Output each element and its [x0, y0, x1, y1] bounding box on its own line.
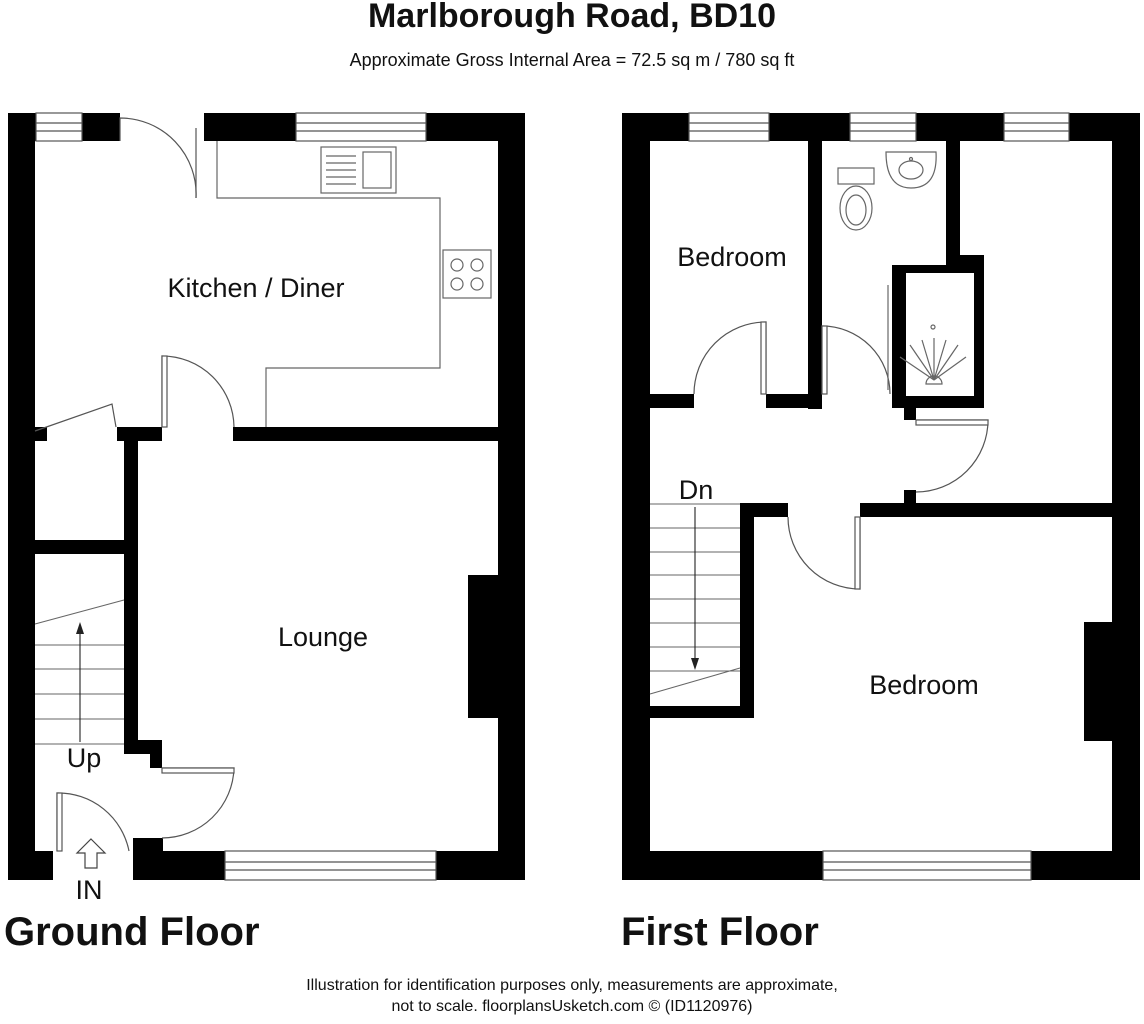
ground-floor-walls [8, 113, 525, 880]
ground-floor-windows [35, 112, 437, 881]
entrance-arrow-icon [75, 838, 107, 869]
entrance-label: IN [76, 875, 103, 905]
disclaimer-line-1: Illustration for identification purposes… [306, 977, 838, 994]
ground-floor-label: Ground Floor [4, 910, 260, 954]
ground-floor-doors [34, 117, 235, 852]
room-label-bedroom-large: Bedroom [869, 670, 979, 700]
first-floor-windows [688, 112, 1070, 881]
stairs-up-label: Up [67, 743, 102, 773]
room-label-bedroom-small: Bedroom [677, 242, 787, 272]
ground-floor-stairs [34, 599, 125, 745]
room-label-kitchen: Kitchen / Diner [167, 273, 344, 303]
area-subtitle: Approximate Gross Internal Area = 72.5 s… [349, 50, 795, 70]
ground-floor-plan: Kitchen / Diner Lounge Up IN [8, 112, 525, 905]
first-floor-doors [693, 321, 989, 590]
first-floor-label: First Floor [621, 910, 819, 954]
first-floor-walls [622, 113, 1140, 880]
plan-title: Marlborough Road, BD10 [367, 0, 777, 35]
stairs-down-label: Dn [679, 475, 714, 505]
first-floor-stairs [649, 503, 741, 695]
kitchen-units [216, 141, 492, 427]
room-label-lounge: Lounge [278, 622, 368, 652]
first-floor-plan: Bedroom Bedroom Dn [622, 112, 1140, 881]
disclaimer-line-2: not to scale. floorplansUsketch.com © (I… [391, 998, 753, 1015]
bathroom-fixtures [837, 151, 967, 390]
